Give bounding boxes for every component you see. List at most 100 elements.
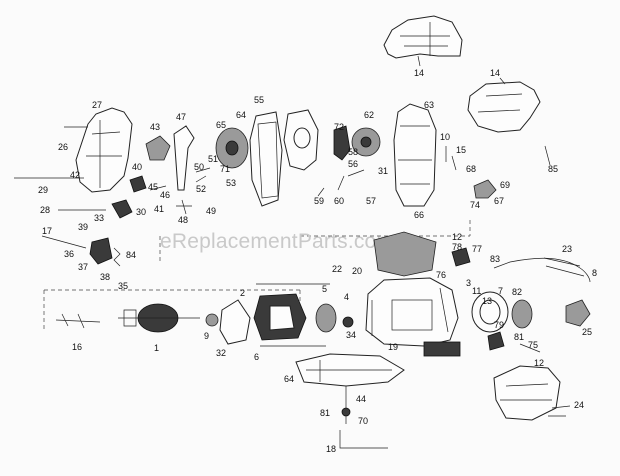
assembly-guide-line [43,289,301,330]
housing-side-part-14 [467,81,541,133]
callout-56: 56 [348,159,358,169]
callout-78: 78 [452,242,462,252]
callout-48: 48 [178,215,188,225]
callout-46: 46 [160,190,170,200]
callout-30: 30 [136,207,146,217]
callout-68: 68 [466,164,476,174]
callout-63: 63 [424,100,434,110]
motor-housing-part-19 [365,277,459,347]
callout-10: 10 [440,132,450,142]
switch-part-38 [89,237,113,265]
allen-wrench-part-18 [339,430,388,449]
leader-line [317,169,365,197]
callout-51: 51 [208,154,218,164]
callout-76: 76 [436,270,446,280]
callout-82: 82 [512,287,522,297]
callout-79: 79 [494,320,504,330]
field-coil-center [269,305,295,331]
callout-72: 72 [334,122,344,132]
cord-part-23 [509,257,591,283]
callout-7: 7 [498,286,503,296]
motor-housing-detail [371,287,449,336]
callout-37: 37 [78,262,88,272]
callout-1: 1 [154,343,159,353]
callout-77: 77 [472,244,482,254]
cam-plate-hole [293,127,311,149]
clamp-part-69 [473,179,497,199]
callout-75: 75 [528,340,538,350]
lower-housing-detail [500,383,552,401]
callout-11: 11 [472,286,481,296]
endcap-inner [479,299,501,325]
end-plate-part-32 [219,299,251,345]
bracket-part-43 [145,135,171,161]
callout-8: 8 [592,268,597,278]
callout-42: 42 [70,170,80,180]
callout-67: 67 [494,196,504,206]
nut-part-34 [342,316,354,328]
callout-12: 12 [452,232,462,242]
callout-38: 38 [100,272,110,282]
callout-5: 5 [322,284,327,294]
assembly-guide-line [300,220,471,237]
callout-39: 39 [78,222,88,232]
switch-part-79 [487,331,505,351]
lower-housing-part-12 [493,365,561,421]
callout-32: 32 [216,348,226,358]
screw-part-75 [519,343,541,353]
motor-housing-panel [391,299,433,331]
plug-part-25 [565,299,591,327]
callout-41: 41 [154,204,164,214]
callout-52: 52 [196,184,206,194]
callout-47: 47 [176,112,186,122]
callout-64: 64 [236,110,246,120]
callout-23: 23 [562,244,572,254]
cord-strain-relief [543,257,585,277]
callout-17: 17 [42,226,52,236]
switch-part-78 [451,247,471,267]
rod-17 [41,235,87,249]
watermark-text: eReplacementParts.com [160,230,394,253]
leader-line [499,77,551,166]
callout-33: 33 [94,213,104,223]
callout-64: 64 [284,374,294,384]
callout-71: 71 [220,164,230,174]
callout-24: 24 [574,400,584,410]
callout-19: 19 [388,342,398,352]
callout-69: 69 [500,180,510,190]
spring-84 [113,247,121,267]
callout-27: 27 [92,100,102,110]
callout-83: 83 [490,254,500,264]
callout-4: 4 [344,292,349,302]
callout-66: 66 [414,210,424,220]
callout-81: 81 [320,408,330,418]
gear-housing-detail [398,125,432,185]
callout-45: 45 [148,182,158,192]
left-housing-part-27 [75,107,133,193]
callout-15: 15 [456,145,466,155]
wire-83 [493,261,511,269]
gear-hub [360,136,372,148]
rod-line [256,283,330,347]
callout-6: 6 [254,352,259,362]
callout-65: 65 [216,120,226,130]
spring-part-48 [176,199,192,215]
callout-81: 81 [514,332,524,342]
gear-housing-part-63 [393,103,437,207]
callout-25: 25 [582,327,592,337]
callout-18: 18 [326,444,336,454]
gasket-plate-part-55 [249,111,283,207]
housing-cover-part-14 [383,15,463,59]
housing-cover-detail [400,22,450,56]
switch-part-45 [129,175,147,193]
switch-block-part-33 [111,199,133,219]
callout-55: 55 [254,95,264,105]
spindle-part-72 [333,125,351,161]
callout-60: 60 [334,196,344,206]
armature-commutator [123,309,137,327]
callout-22: 22 [332,264,342,274]
callout-16: 16 [72,342,82,352]
callout-70: 70 [358,416,368,426]
callout-59: 59 [314,196,324,206]
